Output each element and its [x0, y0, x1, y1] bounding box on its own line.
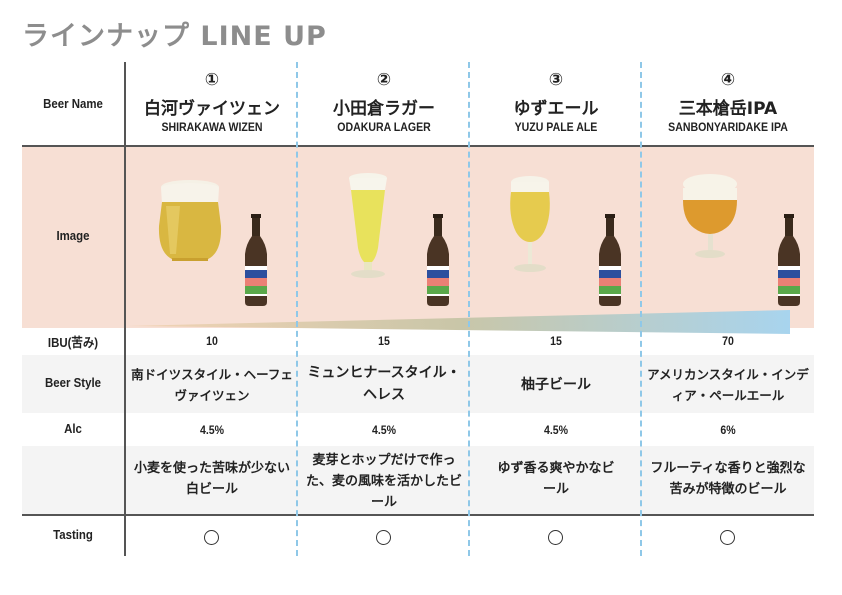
- beer-number: ③: [548, 70, 564, 90]
- beer-style: 柚子ビール: [521, 377, 591, 393]
- beer-number: ①: [204, 70, 220, 90]
- beer-description: 麦芽とホップだけで作った、麦の風味を活かしたビール: [305, 453, 462, 510]
- alc-value: 4.5%: [543, 423, 569, 437]
- beer-name-jp: 三本槍岳IPA: [678, 99, 778, 119]
- label-column-divider: [124, 62, 126, 556]
- ibu-value: 15: [550, 334, 562, 348]
- lineup-table: Beer Name Image IBU(苦み) Beer Style Alc T…: [22, 62, 814, 556]
- ibu-value: 70: [722, 334, 734, 348]
- row-label-beer-style: Beer Style: [45, 375, 101, 390]
- row-label-beer-name: Beer Name: [43, 96, 103, 111]
- tasting-circle[interactable]: [548, 530, 563, 545]
- alc-value: 4.5%: [371, 423, 397, 437]
- beer-name-en: SHIRAKAWA WIZEN: [161, 120, 263, 134]
- beer-name-jp: 白河ヴァイツェン: [144, 99, 280, 119]
- beer-image: [642, 146, 814, 328]
- page-title: ラインナップ LINE UP: [22, 21, 327, 52]
- description-row-band: [22, 446, 814, 514]
- beer-number: ④: [720, 70, 736, 90]
- beer-name-en: SANBONYARIDAKE IPA: [668, 120, 788, 134]
- column-divider: [640, 62, 642, 556]
- beer-image: [126, 146, 298, 328]
- alc-value: 6%: [720, 423, 736, 437]
- row-label-alc: Alc: [64, 421, 82, 436]
- beer-style: アメリカンスタイル・インディア・ペールエール: [647, 367, 809, 403]
- row-label-image: Image: [56, 228, 90, 243]
- beer-description: ゆず香る爽やかなビール: [497, 461, 615, 497]
- beer-image: [298, 146, 470, 328]
- beer-number: ②: [376, 70, 392, 90]
- tasting-divider: [22, 514, 814, 516]
- header-divider: [22, 145, 814, 147]
- beer-name-jp: 小田倉ラガー: [333, 99, 435, 119]
- tasting-circle[interactable]: [204, 530, 219, 545]
- row-label-tasting: Tasting: [53, 527, 93, 542]
- row-label-ibu: IBU(苦み): [47, 335, 99, 350]
- beer-name-jp: ゆずエール: [513, 99, 599, 119]
- beer-image: [470, 146, 642, 328]
- beer-name-en: ODAKURA LAGER: [337, 120, 431, 134]
- beer-description: フルーティな香りと強烈な苦みが特徴のビール: [650, 461, 806, 497]
- beer-style: 南ドイツスタイル・ヘーフェヴァイツェン: [131, 367, 293, 403]
- image-row-band: [22, 146, 814, 328]
- ibu-value: 15: [378, 334, 390, 348]
- ibu-wedge: [126, 310, 790, 334]
- tasting-circle[interactable]: [720, 530, 735, 545]
- beer-style: ミュンヒナースタイル・ヘレス: [307, 365, 461, 403]
- beer-description: 小麦を使った苦味が少ない白ビール: [133, 461, 290, 497]
- beer-name-en: YUZU PALE ALE: [514, 120, 598, 134]
- style-row-band: [22, 355, 814, 413]
- column-divider: [296, 62, 298, 556]
- tasting-circle[interactable]: [376, 530, 391, 545]
- ibu-value: 10: [206, 334, 218, 348]
- column-divider: [468, 62, 470, 556]
- alc-value: 4.5%: [199, 423, 225, 437]
